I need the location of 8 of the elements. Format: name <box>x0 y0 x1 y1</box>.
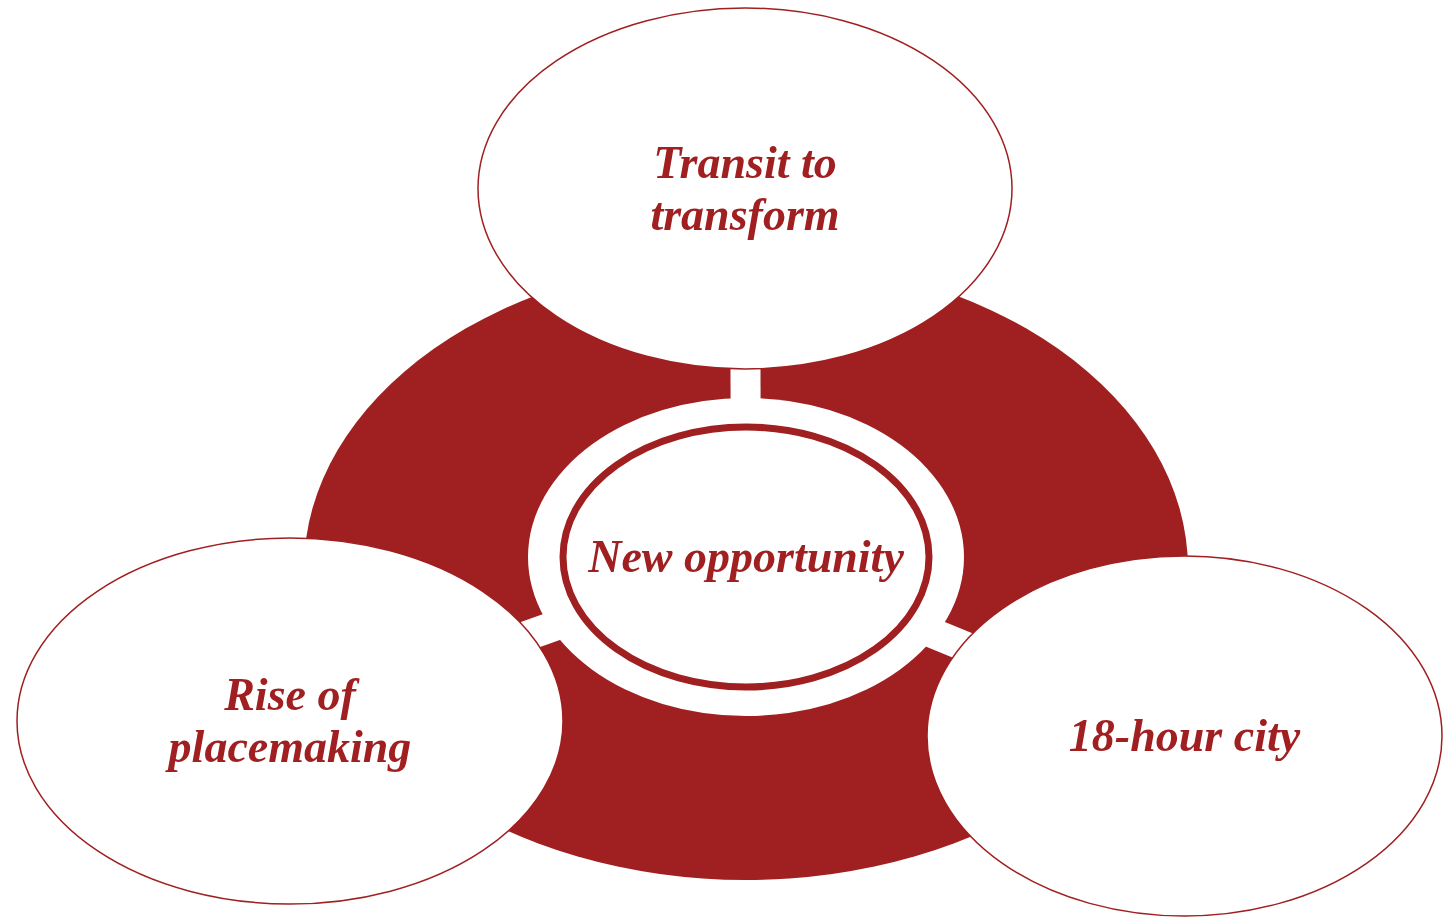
oval-node <box>477 7 1013 370</box>
center-circle <box>528 398 964 716</box>
oval-node <box>926 555 1443 917</box>
oval-node <box>16 537 564 905</box>
node-label: 18-hour city <box>1067 710 1302 762</box>
node-label: Transit to transform <box>649 136 841 241</box>
node-label: New opportunity <box>587 531 905 583</box>
node-label: Rise of placemaking <box>110 669 470 773</box>
